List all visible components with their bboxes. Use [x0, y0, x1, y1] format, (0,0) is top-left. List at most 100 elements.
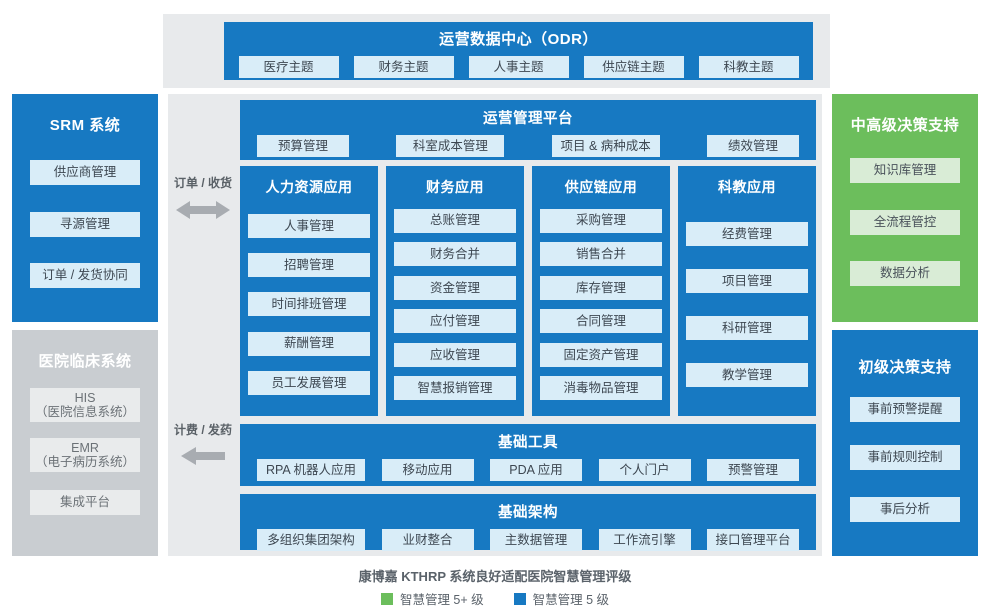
- footer-caption: 康博嘉 KTHRP 系统良好适配医院智慧管理评级: [358, 569, 632, 584]
- column-item: 固定资产管理: [540, 342, 662, 367]
- tools-title: 基础工具: [498, 435, 558, 451]
- column-finance-items: 总账管理 财务合并 资金管理 应付管理 应收管理 智慧报销管理: [386, 197, 524, 416]
- odr-topics-row: 医疗主题 财务主题 人事主题 供应链主题 科教主题: [238, 56, 799, 78]
- column-research-education-title: 科教应用: [718, 179, 776, 195]
- clinical-item-line: （电子病历系统）: [34, 455, 135, 469]
- senior-decision-title: 中高级决策支持: [850, 117, 960, 134]
- infra-box: 基础架构 多组织集团架构 业财整合 主数据管理 工作流引擎 接口管理平台: [240, 494, 816, 551]
- column-supply-chain: 供应链应用 采购管理 销售合并 库存管理 合同管理 固定资产管理 消毒物品管理: [532, 166, 670, 416]
- odr-band: 运营数据中心（ODR） 医疗主题 财务主题 人事主题 供应链主题 科教主题: [163, 14, 830, 88]
- legend-swatch-green: [380, 592, 393, 605]
- junior-decision-item: 事前规则控制: [850, 445, 960, 470]
- left-arrow-icon: [181, 447, 225, 465]
- column-finance-title: 财务应用: [426, 179, 484, 195]
- senior-decision-item: 数据分析: [850, 261, 960, 286]
- senior-decision-item: 知识库管理: [850, 158, 960, 183]
- column-item: 时间排班管理: [248, 292, 370, 317]
- column-item: 采购管理: [540, 208, 662, 233]
- tools-item: 移动应用: [381, 459, 474, 481]
- infra-title: 基础架构: [498, 505, 558, 521]
- srm-panel: SRM 系统 供应商管理 寻源管理 订单 / 发货协同: [12, 94, 158, 322]
- column-supply-chain-items: 采购管理 销售合并 库存管理 合同管理 固定资产管理 消毒物品管理: [532, 197, 670, 416]
- tools-item: PDA 应用: [490, 459, 582, 481]
- legend-label: 智慧管理 5 级: [532, 593, 610, 607]
- infra-item: 主数据管理: [490, 529, 582, 551]
- platform-item: 预算管理: [257, 135, 349, 157]
- column-item: 人事管理: [248, 214, 370, 239]
- tools-item: 预警管理: [707, 459, 799, 481]
- infra-items-row: 多组织集团架构 业财整合 主数据管理 工作流引擎 接口管理平台: [240, 529, 816, 551]
- column-supply-chain-title: 供应链应用: [564, 179, 638, 195]
- column-hr-title: 人力资源应用: [265, 179, 353, 195]
- infra-item: 业财整合: [381, 529, 474, 551]
- connector-order: 订单 / 收货: [168, 174, 238, 224]
- odr-title: 运营数据中心（ODR）: [439, 31, 598, 48]
- odr-topic: 科教主题: [698, 56, 799, 78]
- clinical-item-line: HIS: [74, 390, 96, 405]
- column-item: 科研管理: [686, 316, 808, 340]
- clinical-item-line: EMR: [71, 440, 99, 455]
- column-item: 资金管理: [394, 275, 516, 300]
- infra-item: 工作流引擎: [598, 529, 691, 551]
- column-item: 教学管理: [686, 363, 808, 387]
- clinical-item-line: （医院信息系统）: [34, 405, 135, 419]
- platform-items-row: 预算管理 科室成本管理 项目 & 病种成本 绩效管理: [240, 135, 816, 157]
- connector-billing-label: 计费 / 发药: [173, 423, 232, 437]
- column-item: 员工发展管理: [248, 370, 370, 395]
- odr-topic: 人事主题: [468, 56, 569, 78]
- connector-billing: 计费 / 发药: [168, 421, 238, 469]
- clinical-item: EMR （电子病历系统）: [30, 438, 140, 472]
- srm-item: 订单 / 发货协同: [30, 263, 140, 288]
- column-item: 应收管理: [394, 342, 516, 367]
- clinical-item: 集成平台: [30, 490, 140, 515]
- srm-title: SRM 系统: [49, 117, 121, 134]
- clinical-panel: 医院临床系统 HIS （医院信息系统） EMR （电子病历系统） 集成平台: [12, 330, 158, 556]
- senior-decision-panel: 中高级决策支持 知识库管理 全流程管控 数据分析: [832, 94, 978, 322]
- legend-label: 智慧管理 5+ 级: [399, 593, 484, 607]
- legend-swatch-blue: [513, 592, 526, 605]
- platform-item: 项目 & 病种成本: [551, 135, 660, 157]
- odr-topic: 医疗主题: [238, 56, 339, 78]
- senior-decision-item: 全流程管控: [850, 210, 960, 235]
- tools-item: RPA 机器人应用: [257, 459, 365, 481]
- infra-item: 多组织集团架构: [257, 529, 365, 551]
- column-item: 项目管理: [686, 269, 808, 293]
- tools-items-row: RPA 机器人应用 移动应用 PDA 应用 个人门户 预警管理: [240, 459, 816, 481]
- column-item: 库存管理: [540, 275, 662, 300]
- column-research-education: 科教应用 经费管理 项目管理 科研管理 教学管理: [678, 166, 816, 416]
- platform-title: 运营管理平台: [483, 111, 573, 127]
- column-hr-items: 人事管理 招聘管理 时间排班管理 薪酬管理 员工发展管理: [240, 197, 378, 416]
- column-item: 智慧报销管理: [394, 376, 516, 401]
- column-finance: 财务应用 总账管理 财务合并 资金管理 应付管理 应收管理 智慧报销管理: [386, 166, 524, 416]
- column-research-education-items: 经费管理 项目管理 科研管理 教学管理: [678, 197, 816, 416]
- odr-topic: 财务主题: [353, 56, 454, 78]
- legend-entry: 智慧管理 5+ 级: [380, 589, 484, 608]
- column-item: 总账管理: [394, 208, 516, 233]
- column-item: 财务合并: [394, 242, 516, 267]
- srm-item: 供应商管理: [30, 160, 140, 185]
- odr-box: 运营数据中心（ODR） 医疗主题 财务主题 人事主题 供应链主题 科教主题: [224, 22, 813, 80]
- odr-topic: 供应链主题: [583, 56, 684, 78]
- column-hr: 人力资源应用 人事管理 招聘管理 时间排班管理 薪酬管理 员工发展管理: [240, 166, 378, 416]
- tools-box: 基础工具 RPA 机器人应用 移动应用 PDA 应用 个人门户 预警管理: [240, 424, 816, 486]
- column-item: 经费管理: [686, 222, 808, 246]
- srm-item: 寻源管理: [30, 212, 140, 237]
- column-item: 合同管理: [540, 309, 662, 334]
- legend: 智慧管理 5+ 级 智慧管理 5 级: [0, 589, 990, 608]
- junior-decision-panel: 初级决策支持 事前预警提醒 事前规则控制 事后分析: [832, 330, 978, 556]
- platform-box: 运营管理平台 预算管理 科室成本管理 项目 & 病种成本 绩效管理: [240, 100, 816, 160]
- double-arrow-icon: [176, 201, 230, 219]
- clinical-item: HIS （医院信息系统）: [30, 388, 140, 422]
- junior-decision-item: 事前预警提醒: [850, 397, 960, 422]
- legend-entry: 智慧管理 5 级: [513, 589, 610, 608]
- column-item: 薪酬管理: [248, 331, 370, 356]
- tools-item: 个人门户: [598, 459, 691, 481]
- column-item: 应付管理: [394, 309, 516, 334]
- junior-decision-item: 事后分析: [850, 497, 960, 522]
- platform-item: 绩效管理: [706, 135, 799, 157]
- infra-item: 接口管理平台: [707, 529, 799, 551]
- connector-order-label: 订单 / 收货: [173, 176, 232, 190]
- column-item: 销售合并: [540, 242, 662, 267]
- column-item: 消毒物品管理: [540, 376, 662, 401]
